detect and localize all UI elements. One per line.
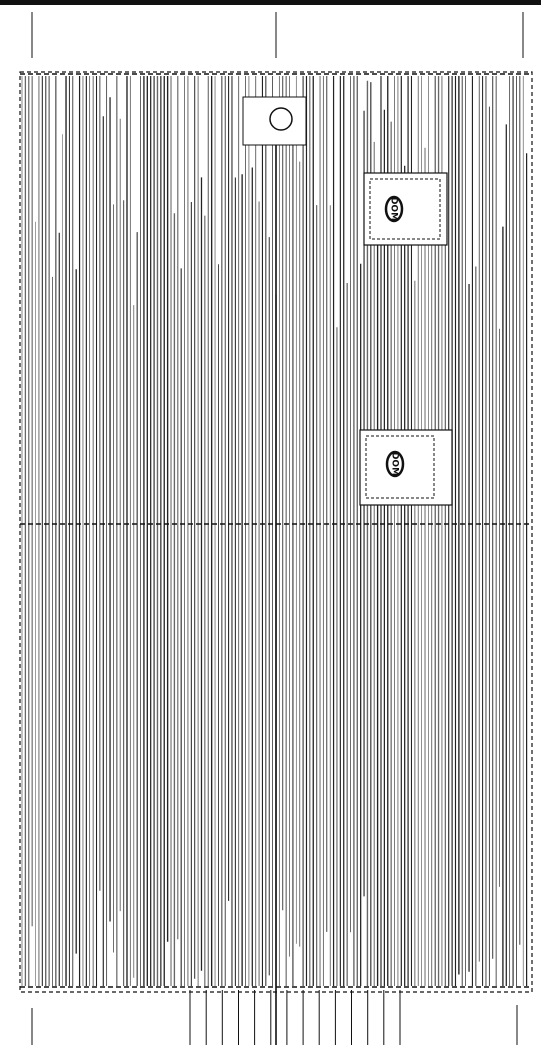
ring-fixture — [242, 96, 307, 146]
badge-box-upper-inner — [369, 178, 441, 240]
panel-frame — [19, 71, 533, 1045]
round-badge-icon — [384, 195, 404, 223]
badge-box-upper-outer — [363, 172, 448, 246]
circle-icon — [269, 107, 293, 131]
round-badge-icon — [385, 450, 405, 478]
top-border — [0, 0, 541, 5]
guide-lines — [31, 12, 524, 1045]
badge-box-upper: DOM — [363, 172, 448, 246]
badge-upper-label: DOM — [389, 197, 399, 221]
badge-lower-label: DOM — [390, 452, 400, 476]
badge-box-lower: DOM — [359, 429, 453, 506]
badge-box-lower-outer — [359, 429, 453, 506]
connector-leads — [189, 990, 401, 1045]
